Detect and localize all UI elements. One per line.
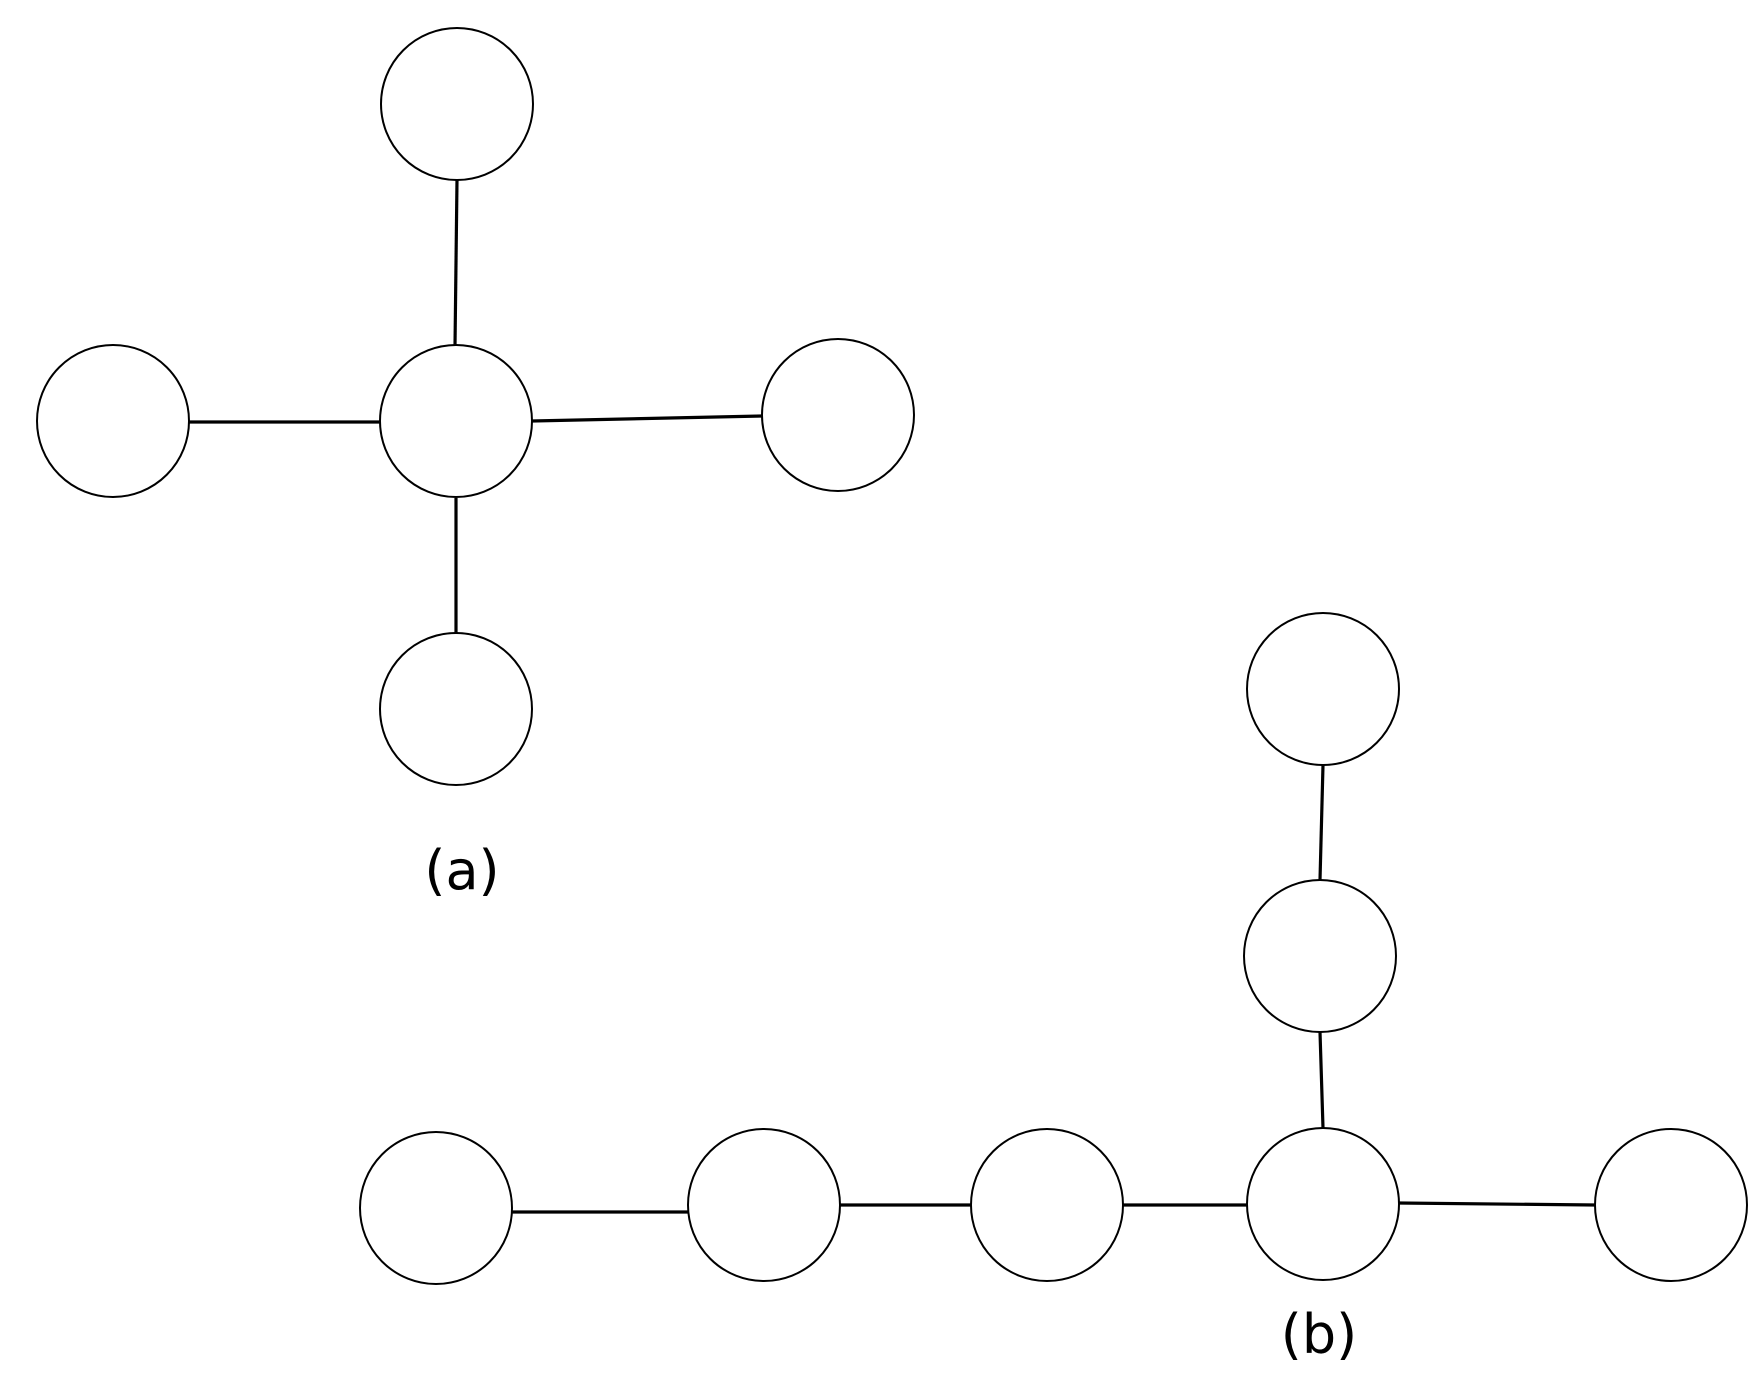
edge-b-hub-up1 — [1318, 1031, 1325, 1129]
node-b-2 — [687, 1128, 841, 1282]
node-a-center — [379, 344, 533, 498]
node-b-3 — [970, 1128, 1124, 1282]
graph-a: (a) — [36, 27, 915, 902]
node-b-hub — [1246, 1127, 1400, 1281]
edge-b-hub-n5 — [1397, 1201, 1596, 1207]
caption-a: (a) — [424, 839, 499, 902]
node-a-left — [36, 344, 190, 498]
node-a-bottom — [379, 632, 533, 786]
graph-b: (b) — [359, 612, 1748, 1366]
node-b-up2 — [1246, 612, 1400, 766]
node-b-1 — [359, 1131, 513, 1285]
edge-a-center-top — [453, 179, 459, 347]
edge-a-center-right — [531, 414, 763, 423]
node-b-5 — [1594, 1128, 1748, 1282]
node-b-up1 — [1243, 879, 1397, 1033]
edge-b-up1-up2 — [1318, 764, 1325, 881]
caption-b: (b) — [1281, 1303, 1357, 1366]
node-a-top — [380, 27, 534, 181]
node-a-right — [761, 338, 915, 492]
